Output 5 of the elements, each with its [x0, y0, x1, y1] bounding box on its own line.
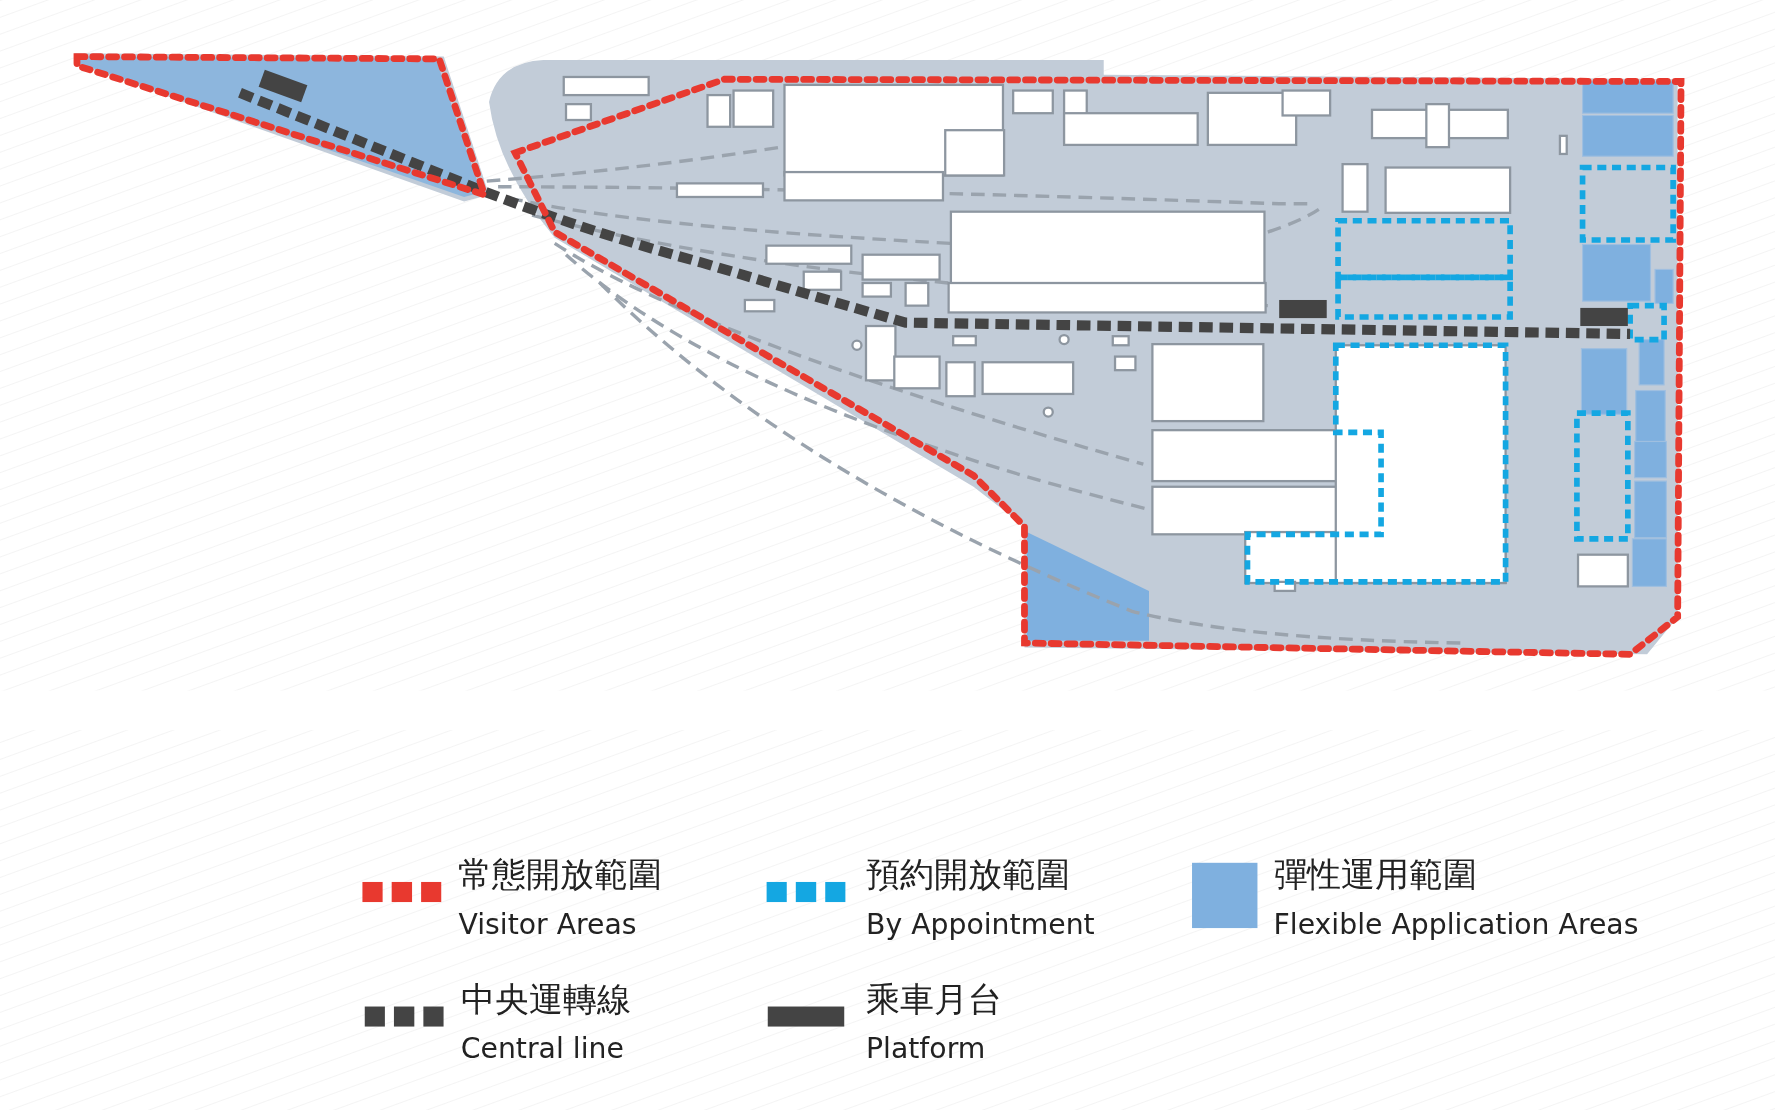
legend-label: 彈性運用範圍 Flexible Application Areas — [1273, 853, 1639, 943]
legend-label: 常態開放範圍 Visitor Areas — [458, 853, 663, 943]
legend-label: 預約開放範圍 By Appointment — [866, 853, 1095, 943]
legend-label: 乘車月台 Platform — [866, 978, 1002, 1068]
legend-label: 中央運轉線 Central line — [460, 978, 631, 1068]
